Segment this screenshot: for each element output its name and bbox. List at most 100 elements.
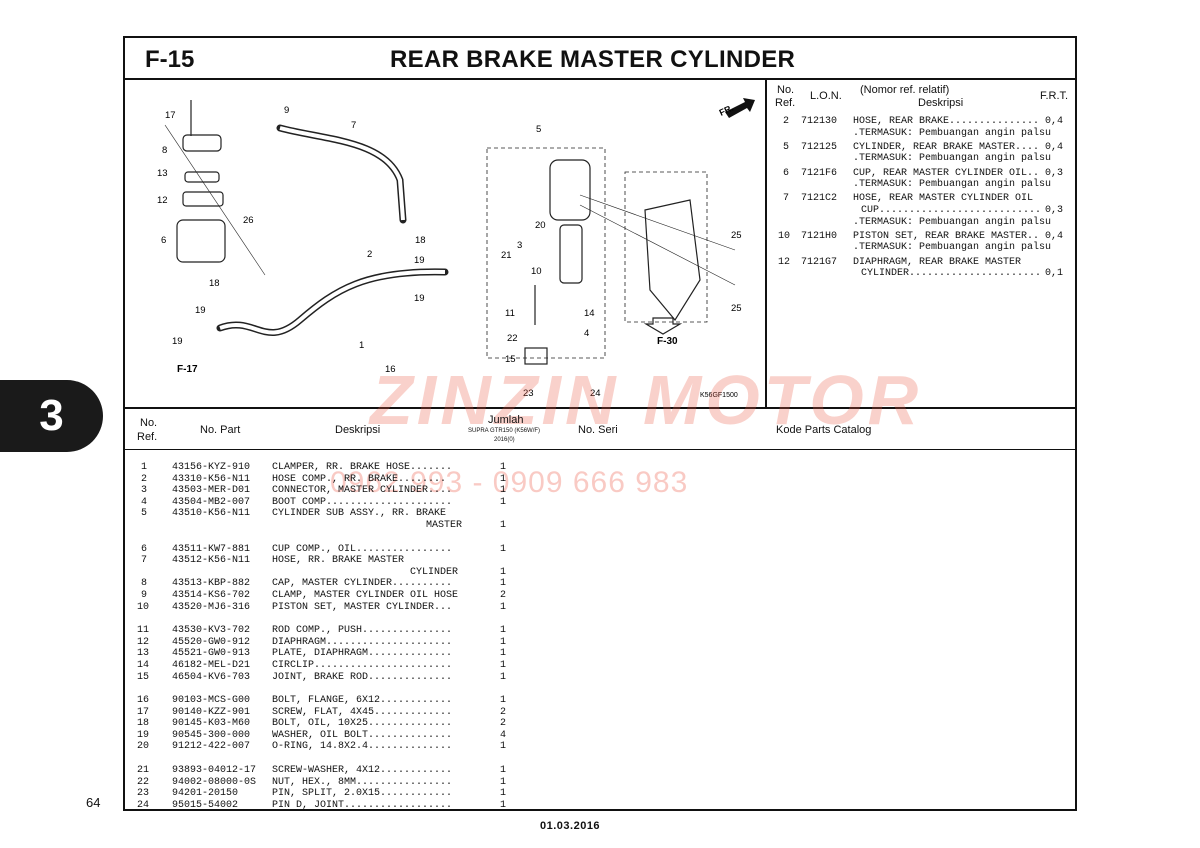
callout-15: 15 bbox=[505, 354, 516, 365]
part-desc: BOOT COMP..................... bbox=[272, 496, 453, 508]
callout-17: 17 bbox=[165, 110, 176, 121]
callout-10: 10 bbox=[531, 266, 542, 277]
ref-lon: 7121F6 bbox=[801, 167, 838, 179]
part-ref: 3 bbox=[141, 485, 148, 497]
parts-group: 16 90103-MCS-G00 BOLT, FLANGE, 6X12.......… bbox=[130, 695, 530, 753]
cap-shape bbox=[182, 134, 222, 152]
part-desc: HOSE COMP., RR. BRAKE........ bbox=[272, 473, 447, 485]
page-frame bbox=[123, 36, 1077, 811]
part-number: 90140-KZZ-901 bbox=[172, 706, 251, 718]
part-desc: BOLT, FLANGE, 6X12............ bbox=[272, 695, 453, 707]
ref-no: 12 bbox=[778, 256, 791, 268]
ref-desc: CUP, REAR MASTER CYLINDER OIL.. bbox=[853, 167, 1040, 179]
part-ref: 12 bbox=[137, 636, 150, 648]
callout-18: 18 bbox=[209, 278, 220, 289]
part-ref: 23 bbox=[137, 788, 150, 800]
part-ref: 6 bbox=[141, 543, 148, 555]
ref-desc: CYLINDER, REAR BRAKE MASTER.... bbox=[853, 141, 1040, 153]
part-number: 94201-20150 bbox=[172, 788, 239, 800]
part-ref: 1 bbox=[141, 462, 148, 473]
part-number: 43513-KBP-882 bbox=[172, 578, 251, 590]
part-number: 90103-MCS-G00 bbox=[172, 695, 251, 707]
callout-1: 1 bbox=[359, 340, 364, 351]
exploded-diagram: FR. F-17 F-30 K56GF1500 1781312626971819… bbox=[157, 98, 755, 399]
part-number: 43512-K56-N11 bbox=[172, 555, 251, 567]
cylinder-box bbox=[486, 147, 606, 359]
part-number: 43310-K56-N11 bbox=[172, 473, 251, 485]
drawing-code: K56GF1500 bbox=[700, 392, 738, 399]
ref-frt: 0,4 bbox=[1045, 116, 1064, 127]
part-number: 43520-MJ6-316 bbox=[172, 601, 251, 613]
divider-vertical bbox=[765, 78, 767, 408]
part-ref: 11 bbox=[137, 625, 150, 637]
part-qty: 1 bbox=[500, 765, 507, 777]
list-header-seri: No. Seri bbox=[578, 424, 618, 436]
part-qty: 1 bbox=[500, 625, 507, 637]
part-ref: 10 bbox=[137, 601, 150, 613]
watermark-brand: ZINZIN MOTOR bbox=[370, 361, 923, 439]
part-qty: 1 bbox=[500, 671, 507, 683]
part-ref: 16 bbox=[137, 695, 150, 707]
part-ref: 19 bbox=[137, 729, 150, 741]
ref-note: .TERMASUK: Pembuangan angin palsu bbox=[853, 153, 1052, 165]
part-desc: ROD COMP., PUSH............... bbox=[272, 625, 453, 637]
chapter-tab bbox=[0, 380, 103, 452]
part-number: 46182-MEL-D21 bbox=[172, 659, 251, 671]
section-code: F-15 bbox=[145, 46, 195, 73]
list-header-catalog: Kode Parts Catalog bbox=[776, 424, 872, 436]
hose-2-shape bbox=[216, 268, 449, 336]
ref-no: 5 bbox=[783, 141, 790, 153]
ref-lon: 7121C2 bbox=[801, 193, 838, 205]
callout-13: 13 bbox=[157, 168, 168, 179]
ref-frt: 0,4 bbox=[1045, 230, 1064, 242]
ref-row: 6 7121F6 CUP, REAR MASTER CYLINDER OIL.. 0,… bbox=[775, 168, 1070, 194]
part-desc: HOSE, RR. BRAKE MASTER bbox=[272, 555, 405, 567]
part-desc: DIAPHRAGM..................... bbox=[272, 636, 453, 648]
part-ref: 21 bbox=[137, 765, 150, 777]
ref-frt: 0,3 bbox=[1045, 167, 1064, 179]
part-desc2: CYLINDER bbox=[410, 566, 459, 578]
callout-22: 22 bbox=[507, 333, 518, 344]
callout-19: 19 bbox=[414, 255, 425, 266]
part-desc: CLAMP, MASTER CYLINDER OIL HOSE bbox=[272, 589, 459, 601]
part-number: 43510-K56-N11 bbox=[172, 508, 251, 520]
ref-no: 6 bbox=[783, 167, 790, 179]
print-date: 01.03.2016 bbox=[540, 820, 601, 832]
part-qty: 1 bbox=[500, 485, 507, 497]
part-number: 90145-K03-M60 bbox=[172, 718, 251, 730]
bracket-shape bbox=[644, 199, 701, 322]
callout-7: 7 bbox=[351, 120, 356, 131]
part-desc: PIN, SPLIT, 2.0X15............ bbox=[272, 788, 453, 800]
list-header-year: 2016(0) bbox=[494, 437, 515, 443]
ref-desc: PISTON SET, REAR BRAKE MASTER.. bbox=[853, 230, 1040, 242]
part-number: 93893-04012-17 bbox=[172, 765, 257, 777]
ref-note: .TERMASUK: Pembuangan angin palsu bbox=[853, 216, 1052, 228]
part-desc: CUP COMP., OIL................ bbox=[272, 543, 453, 555]
part-desc: CAP, MASTER CYLINDER.......... bbox=[272, 578, 453, 590]
part-qty: 1 bbox=[500, 741, 507, 753]
table-row: 16 90103-MCS-G00 BOLT, FLANGE, 6X12.......… bbox=[130, 695, 530, 707]
part-desc: O-RING, 14.8X2.4.............. bbox=[272, 741, 453, 753]
part-desc: JOINT, BRAKE ROD.............. bbox=[272, 671, 453, 683]
plate-shape bbox=[184, 171, 220, 183]
part-ref: 8 bbox=[141, 578, 148, 590]
part-number: 95015-54002 bbox=[172, 799, 239, 811]
callout-26: 26 bbox=[243, 215, 254, 226]
part-ref: 14 bbox=[137, 659, 150, 671]
part-qty: 1 bbox=[500, 566, 507, 578]
